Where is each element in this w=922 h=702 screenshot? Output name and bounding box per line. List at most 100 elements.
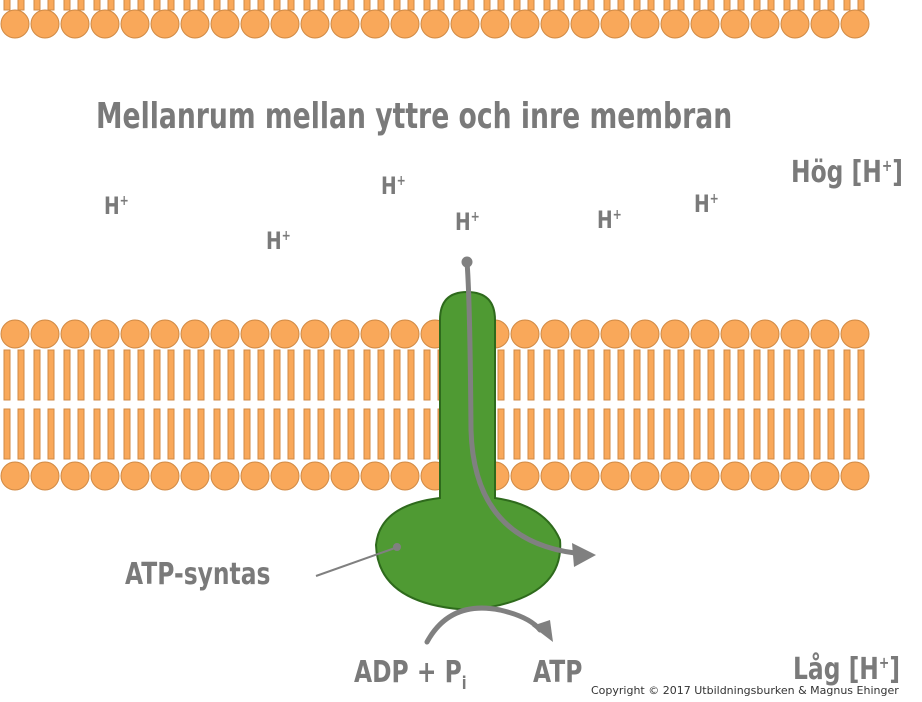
lipid-tail: [153, 349, 161, 401]
lipid-tail: [633, 408, 641, 460]
lipid-tail: [813, 408, 821, 460]
lipid-tail: [797, 0, 805, 11]
lipid-tail: [407, 408, 415, 460]
lipid-tail: [587, 349, 595, 401]
lipid-head: [150, 319, 180, 349]
lipid-tail: [63, 408, 71, 460]
lipid-head: [90, 9, 120, 39]
lipid-tail: [377, 349, 385, 401]
lipid-head: [570, 319, 600, 349]
lipid-head: [390, 461, 420, 491]
proton-label: H+: [104, 192, 129, 220]
lipid-tail: [557, 0, 565, 11]
lipid-tail: [93, 408, 101, 460]
lipid-head: [360, 9, 390, 39]
lipid-tail: [497, 349, 505, 401]
lipid-head: [510, 9, 540, 39]
lipid-tail: [783, 0, 791, 11]
lipid-head: [630, 9, 660, 39]
lipid-tail: [677, 349, 685, 401]
lipid-tail: [63, 349, 71, 401]
lipid-tail: [587, 408, 595, 460]
lipid-tail: [363, 349, 371, 401]
lipid-tail: [827, 408, 835, 460]
product-label: ATP: [533, 655, 583, 690]
lipid-tail: [693, 0, 701, 11]
lipid-tail: [213, 0, 221, 11]
lipid-head: [210, 319, 240, 349]
lipid-tail: [33, 408, 41, 460]
lipid-tail: [363, 0, 371, 11]
lipid-head: [330, 461, 360, 491]
lipid-head: [240, 9, 270, 39]
lipid-tail: [527, 408, 535, 460]
lipid-head: [30, 9, 60, 39]
lipid-head: [420, 9, 450, 39]
lipid-tail: [543, 0, 551, 11]
lipid-head: [540, 319, 570, 349]
lipid-tail: [303, 408, 311, 460]
lipid-head: [390, 9, 420, 39]
lipid-head: [360, 461, 390, 491]
lipid-tail: [857, 349, 865, 401]
atp-synthase-label: ATP-syntas: [125, 557, 271, 592]
lipid-tail: [483, 0, 491, 11]
lipid-head: [360, 319, 390, 349]
lipid-tail: [77, 0, 85, 11]
lipid-tail: [123, 0, 131, 11]
lipid-head: [540, 461, 570, 491]
lipid-tail: [3, 349, 11, 401]
lipid-tail: [197, 349, 205, 401]
lipid-tail: [393, 349, 401, 401]
lipid-tail: [183, 349, 191, 401]
lipid-head: [60, 461, 90, 491]
lipid-head: [270, 461, 300, 491]
lipid-head: [0, 319, 30, 349]
lipid-tail: [213, 408, 221, 460]
lipid-head: [720, 319, 750, 349]
reactant-label: ADP + Pi: [354, 655, 467, 694]
lipid-tail: [707, 349, 715, 401]
lipid-tail: [723, 0, 731, 11]
lipid-head: [480, 9, 510, 39]
lipid-head: [570, 9, 600, 39]
lipid-tail: [347, 408, 355, 460]
lipid-tail: [707, 408, 715, 460]
lipid-tail: [647, 0, 655, 11]
lipid-tail: [573, 0, 581, 11]
lipid-tail: [423, 349, 431, 401]
proton-label: H+: [455, 208, 480, 236]
lipid-head: [300, 9, 330, 39]
lipid-head: [150, 461, 180, 491]
lipid-head: [90, 461, 120, 491]
lipid-tail: [767, 0, 775, 11]
lipid-tail: [843, 408, 851, 460]
lipid-tail: [47, 0, 55, 11]
lipid-head: [780, 319, 810, 349]
lipid-tail: [513, 408, 521, 460]
lipid-tail: [857, 408, 865, 460]
lipid-tail: [827, 0, 835, 11]
lipid-tail: [737, 0, 745, 11]
lipid-tail: [407, 0, 415, 11]
lipid-head: [720, 461, 750, 491]
lipid-head: [570, 461, 600, 491]
lipid-tail: [303, 0, 311, 11]
lipid-tail: [663, 408, 671, 460]
lipid-tail: [287, 349, 295, 401]
lipid-tail: [107, 408, 115, 460]
lipid-head: [840, 319, 870, 349]
lipid-tail: [153, 408, 161, 460]
lipid-tail: [663, 0, 671, 11]
proton-label: H+: [597, 206, 622, 234]
lipid-head: [330, 319, 360, 349]
lipid-tail: [393, 408, 401, 460]
lipid-tail: [603, 349, 611, 401]
lipid-head: [240, 319, 270, 349]
lipid-tail: [423, 0, 431, 11]
lipid-tail: [317, 408, 325, 460]
lipid-tail: [767, 408, 775, 460]
lipid-head: [750, 461, 780, 491]
lipid-head: [600, 461, 630, 491]
